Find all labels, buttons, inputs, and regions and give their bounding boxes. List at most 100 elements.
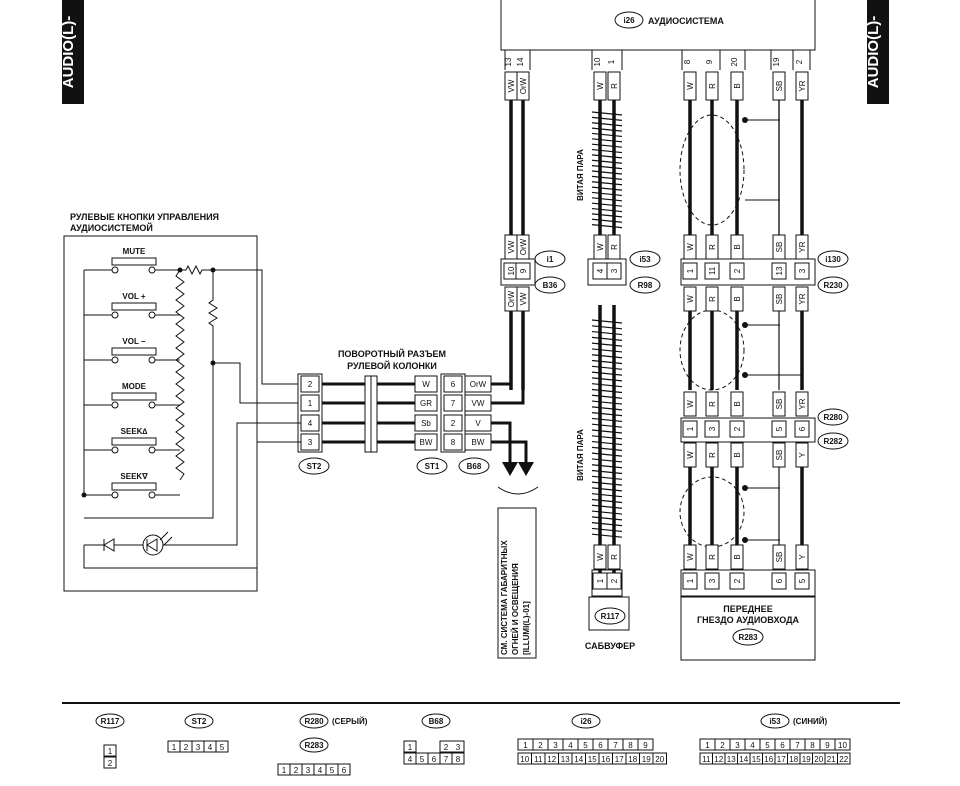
st2-label: ST2	[307, 462, 322, 471]
legend-cell-number: 5	[765, 741, 770, 750]
wire-color-label: R	[610, 554, 619, 560]
legend-cell-number: 6	[342, 766, 347, 775]
wire-color-label: W	[686, 82, 695, 90]
connector-pin-cell	[729, 262, 745, 280]
st2-connector-body	[297, 373, 323, 453]
legend-cell-number: 6	[780, 741, 785, 750]
button-label: VOL −	[122, 337, 146, 346]
wire-color-tag	[772, 442, 786, 468]
legend-cell-number: 3	[196, 743, 201, 752]
connector-pin-number: 10	[507, 266, 516, 275]
connector-pin-cell	[771, 420, 787, 438]
st2-pin-cell	[300, 414, 320, 432]
legend-cell-number: 1	[408, 743, 413, 752]
wire-color-label: SB	[775, 242, 784, 253]
legend-cell-number: 7	[795, 741, 800, 750]
r280-legend-badge	[299, 713, 329, 729]
r117-label: R117	[601, 612, 620, 621]
audio-unit-title: АУДИОСИСТЕМА	[648, 16, 724, 26]
r117-connector-body	[591, 569, 623, 597]
wire-color-label: R	[708, 244, 717, 250]
front-jack-line2: ГНЕЗДО АУДИОВХОДА	[697, 615, 800, 625]
button-label: VOL +	[122, 292, 146, 301]
connector-pin-cell	[682, 262, 698, 280]
r280-badge	[817, 408, 849, 426]
legend-cell	[215, 740, 229, 753]
b68-pin-cell	[443, 414, 463, 432]
wire-color-tag	[683, 544, 697, 570]
button-label: MUTE	[123, 247, 146, 256]
st2-legend-label: ST2	[192, 717, 207, 726]
wire-color-label: OrW	[507, 290, 516, 307]
switch-contact	[148, 446, 156, 454]
splice-dot	[81, 492, 87, 498]
diode-symbol	[84, 538, 143, 552]
switch-contact	[111, 446, 119, 454]
audio-pin-number: 14	[516, 57, 525, 66]
legend-cell-number: 15	[752, 755, 761, 764]
legend-cell-number: 3	[456, 743, 461, 752]
st2-pin-cell	[300, 394, 320, 412]
legend-cell-number: 14	[574, 755, 583, 764]
connector-pin-cell	[606, 572, 622, 590]
wire-color-label: B	[733, 554, 742, 559]
b68-pin-number: 8	[451, 438, 456, 447]
switch-contact	[148, 311, 156, 319]
wire-color-tag	[683, 286, 697, 312]
legend-cell-number: 18	[789, 755, 798, 764]
audio-pin-number: 19	[772, 57, 781, 66]
legend-cell-number: 1	[523, 741, 528, 750]
button-plunger	[111, 257, 157, 266]
audio-pin-number: 2	[795, 59, 804, 64]
wire-color-tag	[772, 544, 786, 570]
r283-badge	[732, 628, 764, 646]
legend-cell-number: 4	[208, 743, 213, 752]
i26-legend-label: i26	[580, 717, 592, 726]
b36-label: B36	[543, 281, 558, 290]
ground-arrows	[502, 462, 534, 476]
legend-cell-number: 15	[588, 755, 597, 764]
connector-pin-number: 3	[798, 268, 807, 273]
legend-cell-number: 12	[547, 755, 556, 764]
legend-cell-number: 1	[172, 743, 177, 752]
resistor-ladder	[175, 269, 185, 481]
rotary-title-line1: ПОВОРОТНЫЙ РАЗЪЕМ	[338, 348, 446, 359]
legend-cell	[451, 752, 465, 765]
connector-pin-number: 3	[610, 268, 619, 273]
subwoofer-label: САБВУФЕР	[585, 641, 635, 651]
b68-pin-number: 7	[451, 399, 456, 408]
r117-legend-label: R117	[101, 717, 120, 726]
b68-color-label: OrW	[470, 380, 487, 389]
legend-cell-number: 1	[282, 766, 287, 775]
right-tab-label: AUDIO(L)-	[865, 16, 882, 88]
wire-color-tag	[705, 286, 719, 312]
wire-color-label: B	[733, 401, 742, 406]
button-label: SEEK∆	[121, 427, 148, 436]
splice-dot	[177, 267, 183, 273]
connector-pin-number: 3	[708, 578, 717, 583]
b68-color-label: BW	[472, 438, 485, 447]
wire-color-label: VW	[507, 79, 516, 92]
r230-badge	[817, 276, 849, 294]
wire-color-tag	[795, 391, 809, 417]
audio-pin-number: 1	[607, 59, 616, 64]
connector-pin-cell	[704, 262, 720, 280]
legend-cell-number: 2	[184, 743, 189, 752]
b68-color-label: VW	[472, 399, 485, 408]
legend-cell-number: 5	[420, 755, 425, 764]
connector-pin-cell	[729, 420, 745, 438]
r282-badge	[817, 432, 849, 450]
wire-color-tag	[795, 442, 809, 468]
legend-cell	[337, 763, 351, 776]
wire-color-label: B	[733, 296, 742, 301]
legend-cell-number: 20	[814, 755, 823, 764]
legend-cell-number: 10	[520, 755, 529, 764]
connector-pin-cell	[771, 572, 787, 590]
legend-cell-number: 10	[838, 741, 847, 750]
legend-cell-number: 2	[538, 741, 543, 750]
b68-pin-cell	[443, 394, 463, 412]
connector-pin-number: 1	[686, 578, 695, 583]
